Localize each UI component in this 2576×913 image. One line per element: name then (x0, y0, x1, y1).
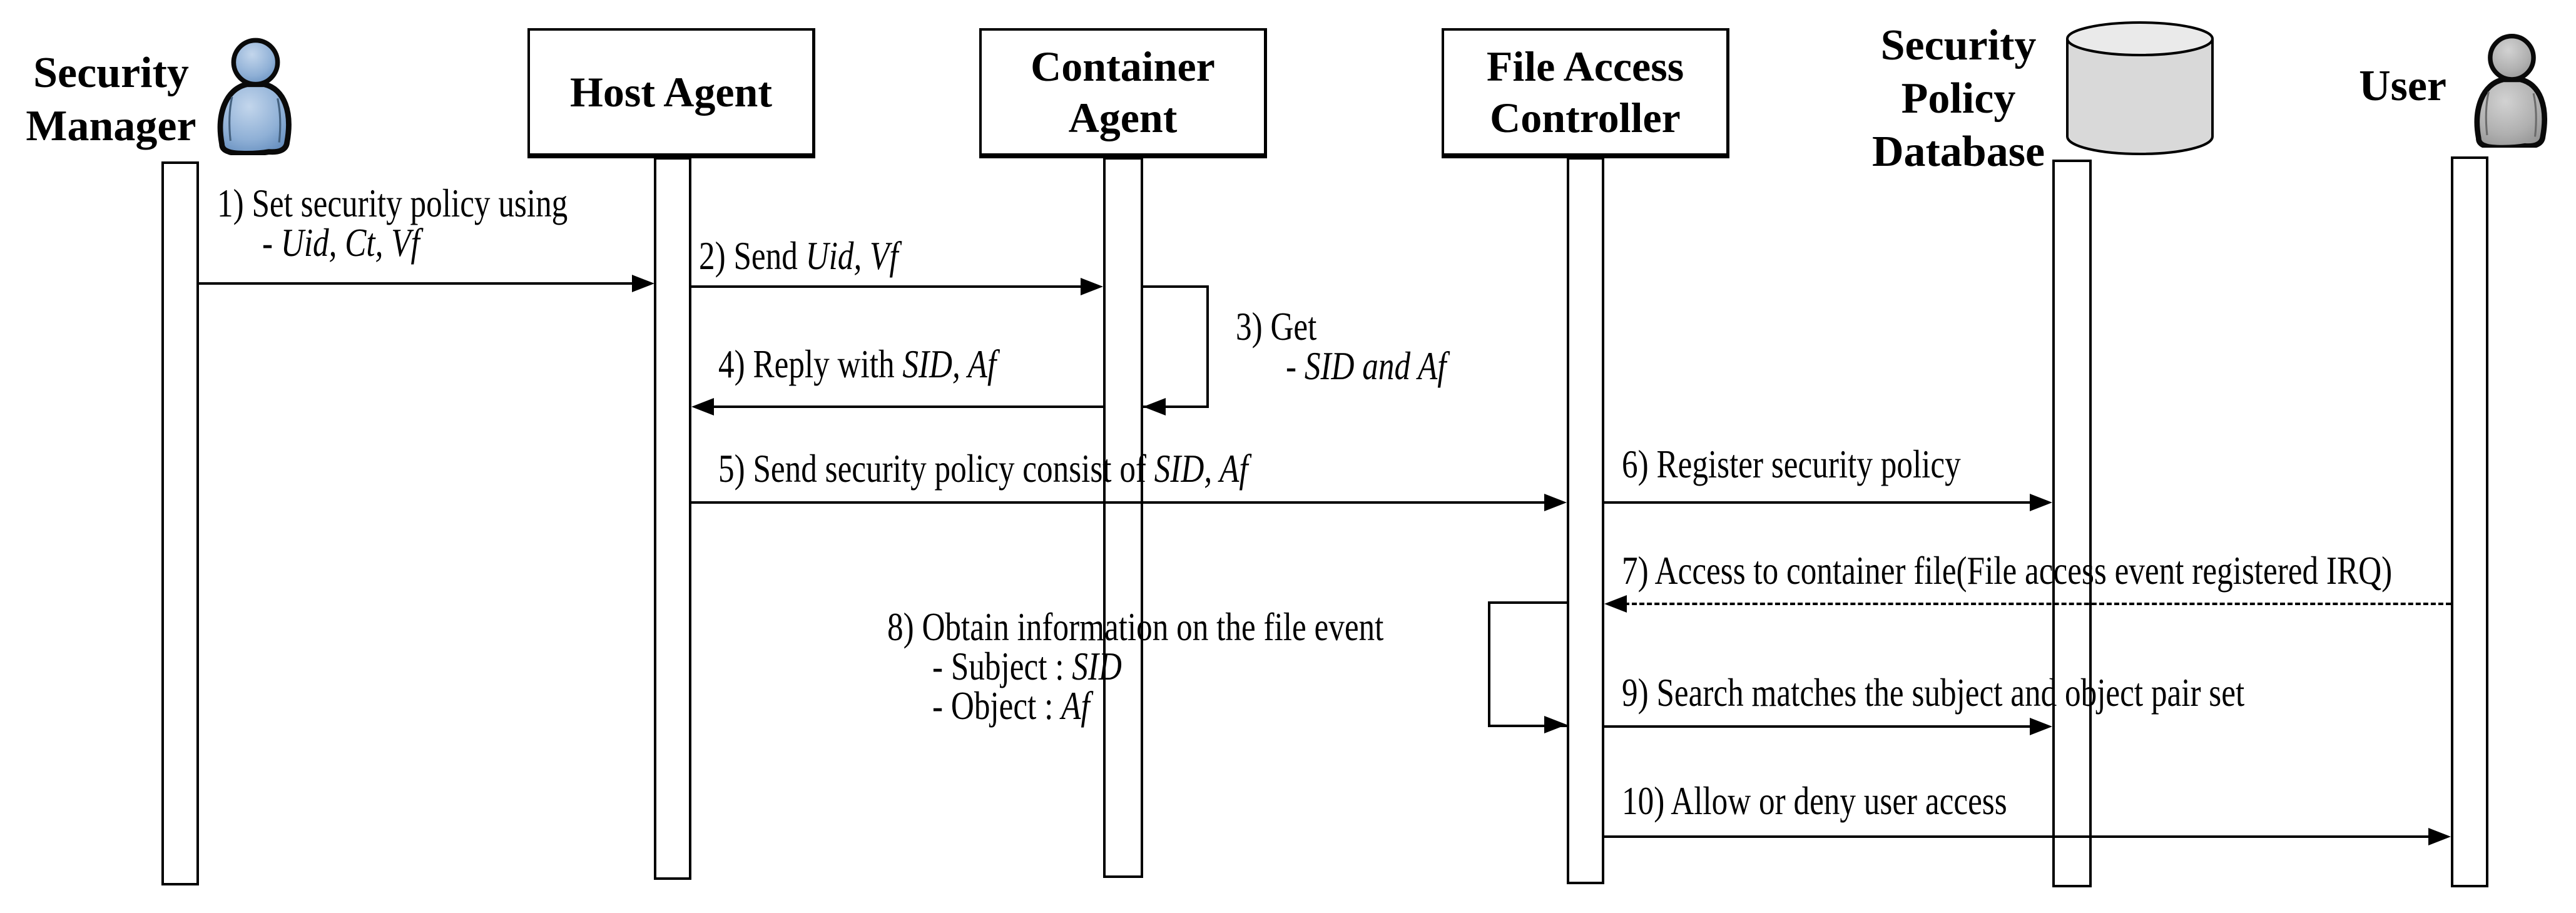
message-arrow-10 (1604, 835, 2430, 838)
message-arrow-6 (1604, 501, 2031, 504)
lifeline-bar-container-agent (1103, 157, 1143, 878)
arrow-head (2030, 494, 2052, 511)
lifeline-bar-host-agent (654, 157, 691, 880)
message-arrow-9 (1604, 725, 2031, 728)
participant-label-security-policy-database: Security Policy Database (1871, 21, 2045, 176)
participant-box-host-agent: Host Agent (527, 28, 815, 158)
person-icon (2474, 33, 2547, 148)
message-label-7: 7) Access to container file(File access … (1622, 548, 2393, 593)
participant-box-file-access-controller: File Access Controller (1442, 28, 1729, 158)
lifeline-bar-user (2451, 156, 2488, 887)
arrow-head (1604, 595, 1627, 613)
self-message-loop-8 (1488, 601, 1567, 727)
participant-box-container-agent: Container Agent (979, 28, 1267, 158)
message-label-3: 3) Get - SID and Af (1236, 304, 1447, 388)
message-arrow-1 (199, 282, 634, 285)
message-label-10: 10) Allow or deny user access (1622, 778, 2007, 823)
arrow-head (1544, 716, 1567, 733)
message-arrow-4 (713, 405, 1103, 408)
lifeline-bar-security-manager (161, 161, 199, 885)
arrow-head (1143, 398, 1166, 416)
arrow-head (691, 398, 714, 416)
message-label-5: 5) Send security policy consist of SID, … (718, 446, 1248, 491)
message-label-9: 9) Search matches the subject and object… (1622, 670, 2245, 715)
message-label-8: 8) Obtain information on the file event … (887, 604, 1384, 728)
lifeline-bar-security-policy-database (2052, 160, 2092, 887)
arrow-head (1544, 494, 1567, 511)
self-message-loop-3 (1143, 285, 1209, 408)
message-label-6: 6) Register security policy (1622, 442, 1961, 486)
participant-label-user: User (2359, 62, 2446, 110)
lifeline-bar-file-access-controller (1567, 157, 1604, 884)
arrow-head (2030, 718, 2052, 735)
message-arrow-5 (691, 501, 1545, 504)
arrow-head (632, 275, 654, 292)
message-label-4: 4) Reply with SID, Af (718, 342, 997, 386)
arrow-head (2428, 828, 2451, 845)
message-label-1: 1) Set security policy using - Uid, Ct, … (217, 181, 568, 265)
participant-label-security-manager: Security Manager (26, 49, 196, 150)
arrow-head (1081, 278, 1103, 295)
message-arrow-2 (691, 285, 1083, 288)
message-label-2: 2) Send Uid, Vf (699, 233, 899, 278)
database-icon (2066, 21, 2214, 156)
message-arrow-7 (1624, 603, 2451, 605)
person-icon (217, 38, 292, 155)
